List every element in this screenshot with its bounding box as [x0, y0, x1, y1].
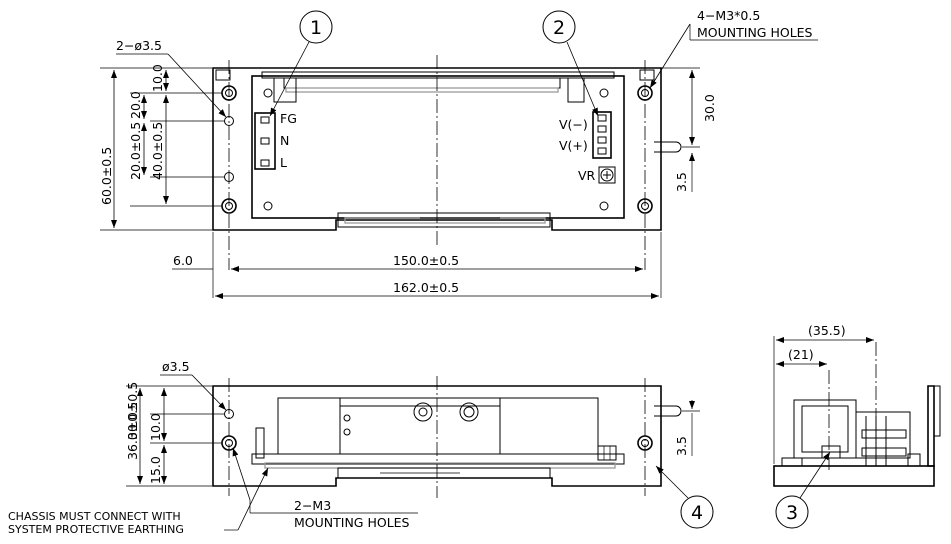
- top-slot: [654, 141, 682, 153]
- vr-label: VR: [578, 168, 596, 183]
- side-dim-3-5: 3.5: [674, 436, 689, 456]
- dim-150: 150.0±0.5: [393, 253, 459, 268]
- end-view-dimensions: (35.5) (21) 3: [773, 323, 874, 529]
- end-base-plate: [773, 465, 935, 487]
- side-dim-30: 30.0±0.5: [125, 382, 140, 440]
- holes-2-phi-label: 2−ø3.5: [116, 38, 162, 53]
- input-connector: [254, 112, 276, 170]
- side-dim-10: 10.0: [148, 413, 163, 441]
- mounting-holes-top-label: MOUNTING HOLES: [697, 25, 813, 40]
- fg-label: FG: [280, 111, 297, 126]
- holes-4-m3-label: 4−M3*0.5: [697, 8, 760, 23]
- top-view: FG N L V(−) V(+) VR: [212, 55, 682, 270]
- top-callouts: 2−ø3.5 4−M3*0.5 MOUNTING HOLES 1 2: [116, 8, 818, 118]
- chassis-line-2: SYSTEM PROTECTIVE EARTHING: [8, 523, 184, 536]
- balloon-3: 3: [775, 495, 809, 529]
- dim-20-tol: 20.0±0.5: [128, 122, 143, 180]
- svg-text:3: 3: [786, 502, 798, 524]
- side-view: [212, 376, 682, 498]
- side-view-dimensions: 36.0±0.5 30.0±0.5 10.0 15.0 3.5: [125, 382, 700, 487]
- side-callouts: ø3.5 2−M3 MOUNTING HOLES CHASSIS MUST CO…: [8, 359, 714, 536]
- m3-2-label: 2−M3: [294, 498, 331, 513]
- end-dim-35-5: (35.5): [808, 323, 846, 338]
- end-dim-21: (21): [788, 347, 814, 362]
- side-dim-15: 15.0: [148, 456, 163, 484]
- l-label: L: [280, 155, 287, 170]
- dim-10: 10.0: [150, 64, 165, 92]
- v-plus-label: V(+): [559, 138, 588, 153]
- dim-30: 30.0: [702, 94, 717, 122]
- vr-potentiometer: [598, 166, 616, 184]
- chassis-line-1: CHASSIS MUST CONNECT WITH: [8, 510, 181, 523]
- dim-20: 20.0: [128, 91, 143, 119]
- dim-162: 162.0±0.5: [393, 280, 459, 295]
- mounting-holes-bottom-label: MOUNTING HOLES: [294, 515, 410, 530]
- n-label: N: [280, 133, 289, 148]
- side-slot: [654, 405, 682, 417]
- phi35-side-label: ø3.5: [162, 359, 190, 374]
- balloon-1: 1: [299, 10, 333, 44]
- svg-text:1: 1: [310, 17, 322, 39]
- dim-40-tol: 40.0±0.5: [150, 122, 165, 180]
- svg-text:2: 2: [553, 17, 565, 39]
- top-plate-outline: [212, 67, 662, 231]
- balloon-2: 2: [542, 10, 576, 44]
- balloon-4: 4: [680, 495, 714, 529]
- dim-3-5: 3.5: [674, 172, 689, 192]
- v-minus-label: V(−): [559, 117, 588, 132]
- top-view-dimensions: 60.0±0.5 10.0 20.0 20.0±0.5 40.0±0.5 30.…: [99, 64, 717, 299]
- svg-text:4: 4: [691, 502, 703, 524]
- dim-60: 60.0±0.5: [99, 147, 114, 205]
- side-dim-36: 36.0±0.5: [125, 402, 140, 460]
- output-connector: [592, 111, 612, 159]
- dim-6: 6.0: [173, 253, 193, 268]
- side-plate-outline: [212, 385, 662, 487]
